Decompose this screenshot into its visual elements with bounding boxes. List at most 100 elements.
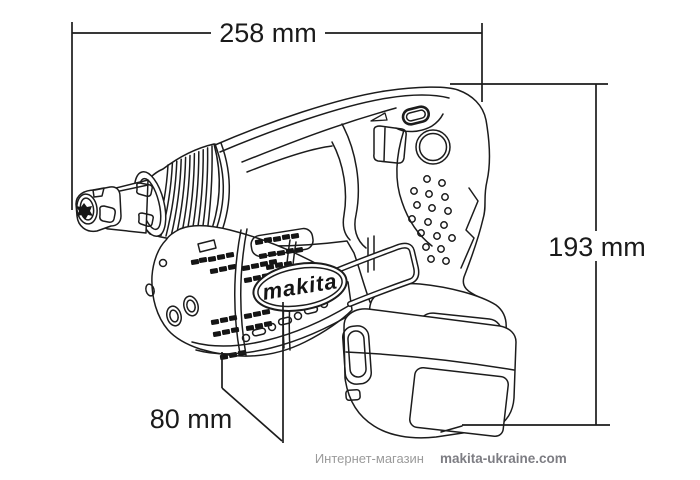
vent-slot [261, 309, 271, 315]
vent-slot [285, 248, 295, 254]
vent-slot [219, 317, 229, 323]
trigger [373, 125, 407, 164]
magazine-screw [158, 258, 168, 268]
grip-dot [427, 255, 435, 263]
vent-slot [281, 234, 291, 240]
grip-dot [424, 218, 432, 226]
battery-front-slot-inner [347, 330, 367, 378]
dimension-annotations: 258 mm 193 mm 80 mm [71, 18, 654, 443]
vent-slot [230, 327, 240, 333]
magazine-boss [166, 305, 182, 327]
vent-slot [216, 254, 226, 260]
vent-slot [227, 264, 237, 270]
vent-slot [241, 265, 251, 271]
grip-dot [442, 257, 450, 265]
grip-dot [437, 245, 445, 253]
cone-window [136, 182, 153, 197]
trigger-seam [383, 127, 386, 162]
vent-slot [252, 311, 262, 317]
vent-slot [190, 259, 200, 265]
magazine-boss [145, 283, 155, 297]
watermark-site-link: makita-ukraine.com [440, 451, 567, 466]
grip-dot [423, 175, 431, 183]
vent-slot [263, 237, 273, 243]
label-mask [211, 19, 325, 47]
vent-slot [219, 354, 229, 360]
vent-slot [207, 256, 217, 262]
rail-hole [241, 333, 251, 343]
magazine-rail [191, 304, 356, 355]
button-recess [395, 113, 444, 133]
vent-slot [272, 236, 282, 242]
magazine-latch-tab [197, 239, 217, 253]
vent-slot [245, 325, 255, 331]
top-button-inner [405, 109, 426, 122]
body-seam [241, 107, 397, 163]
grip-dot [448, 234, 456, 242]
vent-slot [198, 257, 208, 263]
watermark: Интернет-магазин makita-ukraine.com [315, 451, 567, 466]
body-seam [246, 145, 333, 173]
collar-rib [170, 158, 182, 238]
vent-slot [290, 233, 300, 239]
bit-holder-notch [92, 187, 105, 198]
width-dimension: 258 mm [71, 18, 483, 210]
vent-slot [225, 252, 235, 258]
vent-slot [243, 277, 253, 283]
magazine-boss [186, 299, 196, 313]
depth-leader-diagonal [221, 387, 283, 442]
grip-dot [410, 187, 418, 195]
grip-dot [408, 215, 416, 223]
belt-hook-wire-core [336, 244, 418, 306]
battery-bottom-edge [440, 425, 463, 433]
vent-slot [254, 323, 264, 329]
height-dimension: 193 mm [450, 83, 654, 426]
battery-seam [345, 351, 515, 371]
vent-slot [243, 313, 253, 319]
watermark-store-label: Интернет-магазин [315, 451, 424, 466]
battery-front-detail [345, 388, 361, 402]
collar-rib [165, 160, 178, 237]
vent-slot [210, 319, 220, 325]
vent-slot [268, 259, 278, 265]
grip-dot [422, 243, 430, 251]
body-seam [219, 94, 450, 153]
vent-slot [218, 266, 228, 272]
vent-slot [263, 321, 273, 327]
battery-side-panel [409, 366, 509, 438]
grip-hole-inner [418, 132, 448, 162]
height-dimension-label: 193 mm [548, 232, 646, 262]
vent-slot [228, 315, 238, 321]
vent-slots [190, 233, 304, 360]
grip-dot [444, 207, 452, 215]
vent-slot [212, 331, 222, 337]
logo-badge-inner [257, 266, 343, 308]
magazine-boss [169, 309, 179, 323]
rail-slot [251, 327, 267, 337]
vent-arrow [370, 112, 388, 122]
vent-slot [294, 247, 304, 253]
rail-hole [293, 311, 303, 321]
vent-slot [267, 251, 277, 257]
rail-hole [267, 322, 277, 332]
vent-slot [250, 263, 260, 269]
vent-slot [254, 239, 264, 245]
grip-hole [415, 129, 451, 165]
grip-dot [441, 193, 449, 201]
tool-illustration: makita [75, 86, 517, 439]
vent-slot [259, 261, 269, 267]
grip-overmold-seam [460, 187, 479, 269]
top-button [401, 105, 431, 126]
battery-front-slot [341, 325, 373, 385]
grip-dot [438, 179, 446, 187]
grip-dots [408, 175, 456, 265]
grip-dot [417, 229, 425, 237]
depth-dimension-label: 80 mm [150, 404, 233, 434]
magazine-boss [183, 295, 199, 317]
handle-rear-edge [341, 123, 367, 249]
depth-dimension: 80 mm [150, 302, 284, 443]
vent-slot [258, 253, 268, 259]
width-dimension-label: 258 mm [219, 18, 317, 48]
vent-slot [221, 329, 231, 335]
